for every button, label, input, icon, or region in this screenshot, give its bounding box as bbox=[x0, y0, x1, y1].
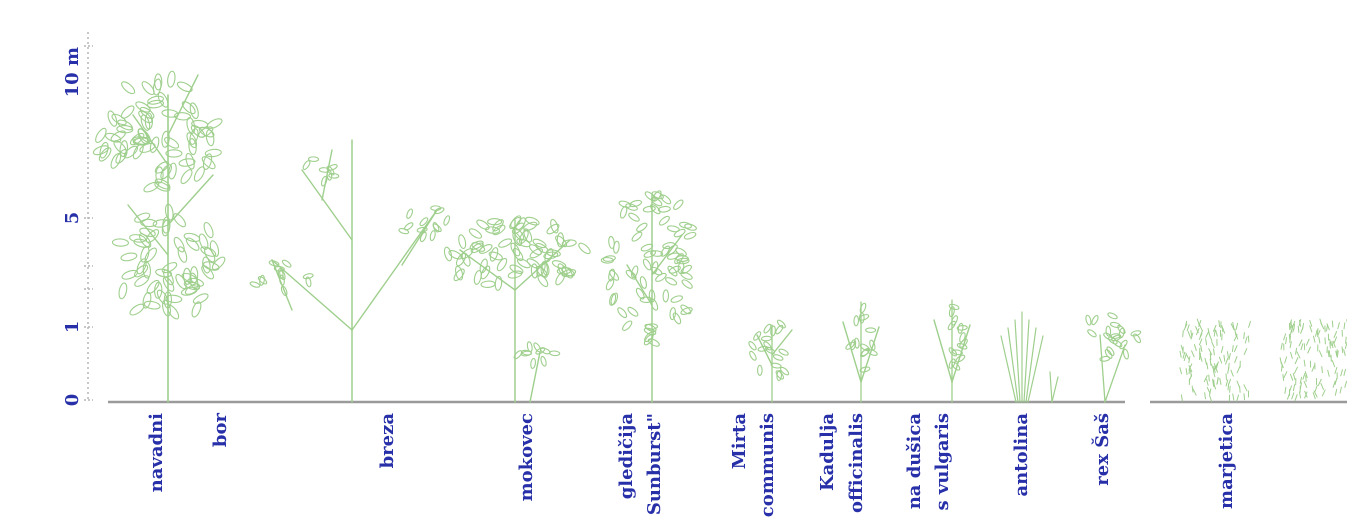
plant-label-4-line-1: gledičija bbox=[616, 413, 637, 500]
plant-illustration-9 bbox=[1085, 312, 1142, 402]
plant-labels: navadni bor breza mokovec gledičija Sunburst"… bbox=[146, 412, 1237, 517]
plant-label-6-line-2: officinalis bbox=[846, 413, 867, 513]
axis-label-5: 5 bbox=[62, 212, 83, 225]
axis-label-1: 1 bbox=[62, 321, 83, 334]
plant-label-1-line-2: bor bbox=[210, 412, 231, 447]
plant-illustration-6 bbox=[843, 302, 879, 402]
plant-illustration-4 bbox=[601, 190, 697, 402]
plant-label-5-line-2: communis bbox=[757, 413, 778, 517]
plant-label-4-line-2: Sunburst" bbox=[644, 413, 665, 515]
plant-label-9-line-1: rex Šaš bbox=[1090, 413, 1113, 486]
plant-label-6-line-1: Kadulja bbox=[817, 413, 838, 491]
plant-label-7-line-1: na dušica bbox=[904, 413, 925, 510]
plant-illustration-8 bbox=[1001, 312, 1058, 402]
plant-illustration-10 bbox=[1180, 319, 1251, 401]
plant-label-10-line-1: marjetica bbox=[1216, 413, 1237, 509]
axis-label-10m: 10 m bbox=[62, 47, 83, 97]
plant-label-2-line-1: breza bbox=[377, 413, 398, 469]
plant-illustrations bbox=[92, 71, 1347, 402]
plant-illustration-1 bbox=[92, 71, 227, 402]
plant-illustration-11 bbox=[1280, 319, 1347, 400]
plant-illustration-5 bbox=[748, 319, 792, 402]
plant-label-7-line-2: s vulgaris bbox=[932, 413, 953, 511]
plant-label-5-line-1: Mirta bbox=[729, 413, 750, 470]
plant-label-1-line-1: navadni bbox=[146, 413, 167, 493]
axis-label-0: 0 bbox=[62, 394, 83, 407]
plant-illustration-3 bbox=[443, 214, 592, 402]
plant-illustration-7 bbox=[934, 300, 970, 402]
plant-label-8-line-1: antolina bbox=[1011, 413, 1032, 497]
plant-illustration-2 bbox=[249, 140, 450, 402]
plant-label-3-line-1: mokovec bbox=[516, 413, 537, 501]
